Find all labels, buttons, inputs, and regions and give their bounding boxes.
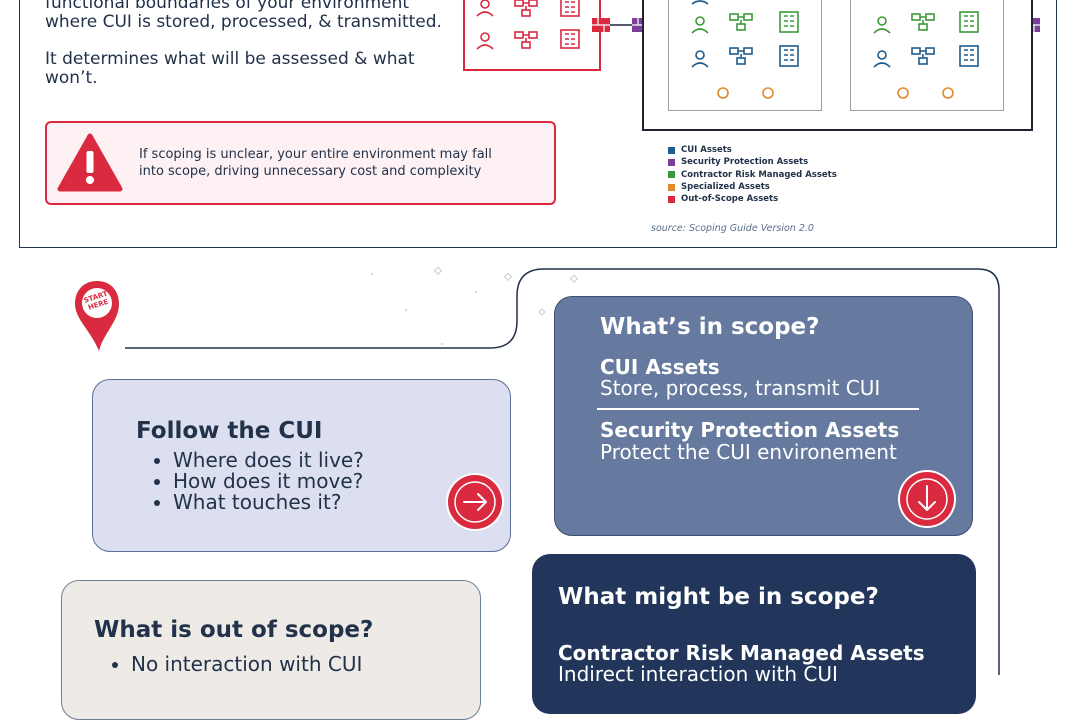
legend-label: Out-of-Scope Assets bbox=[681, 194, 779, 205]
list-item: What touches it? bbox=[173, 492, 364, 513]
legend-swatch bbox=[668, 171, 675, 179]
list-item: Where does it live? bbox=[173, 450, 364, 471]
start-here-pin-icon bbox=[75, 281, 119, 351]
cui-assets-description: Store, process, transmit CUI bbox=[600, 376, 881, 400]
down-arrow-button[interactable] bbox=[900, 472, 954, 526]
security-protection-assets-heading: Security Protection Assets bbox=[600, 418, 900, 442]
network-zone-1 bbox=[668, 0, 822, 111]
legend-swatch bbox=[668, 146, 675, 154]
security-protection-assets-description: Protect the CUI environement bbox=[600, 440, 897, 464]
firewall-icon bbox=[592, 18, 610, 32]
out-of-scope-list: No interaction with CUI bbox=[94, 654, 362, 675]
warning-line-2: into scope, driving unnecessary cost and… bbox=[139, 164, 482, 179]
warning-icon bbox=[57, 133, 123, 192]
intro-line-2: where CUI is stored, processed, & transm… bbox=[45, 12, 442, 32]
arrow-down-icon bbox=[906, 478, 948, 520]
intro-line-1: functional boundaries of your environmen… bbox=[45, 0, 410, 13]
flow-path-line bbox=[125, 266, 1000, 675]
scoping-intro-text: functional boundaries of your environmen… bbox=[45, 0, 445, 106]
out-of-scope-card bbox=[61, 580, 481, 720]
follow-the-cui-card bbox=[92, 379, 511, 552]
legend-label: Contractor Risk Managed Assets bbox=[681, 169, 837, 180]
contractor-risk-managed-assets-heading: Contractor Risk Managed Assets bbox=[558, 641, 925, 665]
legend-swatch bbox=[668, 183, 675, 191]
legend-item: Security Protection Assets bbox=[668, 156, 837, 168]
might-be-in-scope-card bbox=[532, 554, 976, 714]
intro-line-3: It determines what will be assessed & wh… bbox=[45, 49, 415, 69]
legend-item: Specialized Assets bbox=[668, 181, 837, 193]
legend-swatch bbox=[668, 158, 675, 166]
out-of-scope-title: What is out of scope? bbox=[94, 617, 374, 643]
contractor-risk-managed-assets-description: Indirect interaction with CUI bbox=[558, 662, 838, 686]
source-citation: source: Scoping Guide Version 2.0 bbox=[651, 223, 814, 234]
legend-item: CUI Assets bbox=[668, 144, 837, 156]
legend-label: Specialized Assets bbox=[681, 182, 770, 193]
legend-label: CUI Assets bbox=[681, 145, 732, 156]
out-of-scope-asset-icons bbox=[476, 0, 580, 50]
next-arrow-button[interactable] bbox=[448, 475, 502, 529]
arrow-right-icon bbox=[454, 481, 496, 523]
follow-the-cui-title: Follow the CUI bbox=[136, 418, 323, 444]
out-of-scope-network-box bbox=[463, 0, 601, 71]
list-item: No interaction with CUI bbox=[131, 654, 362, 675]
scoping-warning-callout: If scoping is unclear, your entire envir… bbox=[45, 121, 556, 205]
legend-swatch bbox=[668, 195, 675, 203]
intro-line-4: won’t. bbox=[45, 68, 98, 88]
in-scope-title: What’s in scope? bbox=[600, 314, 820, 340]
legend-item: Out-of-Scope Assets bbox=[668, 193, 837, 205]
list-item: How does it move? bbox=[173, 471, 364, 492]
warning-line-1: If scoping is unclear, your entire envir… bbox=[139, 147, 492, 162]
legend-label: Security Protection Assets bbox=[681, 157, 809, 168]
might-be-in-scope-title: What might be in scope? bbox=[558, 584, 879, 610]
legend-item: Contractor Risk Managed Assets bbox=[668, 169, 837, 181]
in-scope-asset-icons bbox=[691, 0, 979, 99]
asset-legend: CUI Assets Security Protection Assets Co… bbox=[668, 144, 837, 205]
cui-assets-heading: CUI Assets bbox=[600, 355, 720, 379]
follow-the-cui-list: Where does it live? How does it move? Wh… bbox=[136, 450, 364, 513]
divider bbox=[597, 408, 919, 410]
